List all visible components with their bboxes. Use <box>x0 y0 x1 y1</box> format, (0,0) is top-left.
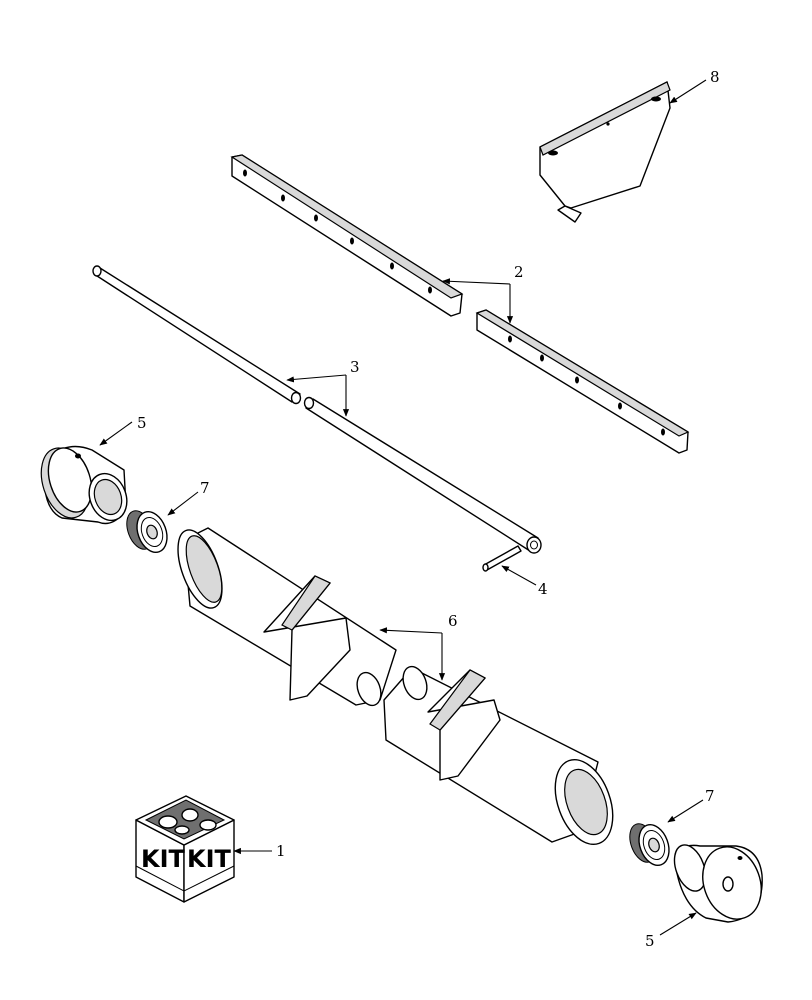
upper-bearing <box>126 510 168 554</box>
upper-auger <box>177 527 397 707</box>
callout-hub-bottom: 5 <box>645 932 655 950</box>
callout-hub-top: 5 <box>137 414 147 432</box>
lower-auger <box>383 665 614 845</box>
upper-strip <box>230 154 464 317</box>
pin <box>482 545 522 572</box>
hub-bottom-leader <box>659 912 697 936</box>
callout-strip: 2 <box>514 263 524 281</box>
bearing-top-leader <box>167 491 199 516</box>
callout-shaft: 3 <box>350 358 360 376</box>
callout-kit: 1 <box>276 842 286 860</box>
lower-shaft <box>303 396 542 554</box>
callout-bearing-top: 7 <box>200 479 210 497</box>
shaft-leader-upper <box>286 374 347 383</box>
bracket-leader <box>669 79 707 104</box>
callout-auger: 6 <box>448 612 458 630</box>
kit-label-right: KIT <box>187 845 232 873</box>
pin-leader <box>501 565 537 586</box>
hub-top-leader <box>99 421 133 446</box>
lower-bearing <box>629 823 670 867</box>
upper-hub <box>40 446 128 525</box>
bearing-bottom-leader <box>667 799 704 823</box>
lower-hub <box>673 844 763 923</box>
auger-leader-upper <box>379 627 443 634</box>
callout-bracket: 8 <box>710 68 720 86</box>
callout-bearing-bottom: 7 <box>705 787 715 805</box>
kit-label-left: KIT <box>141 845 186 873</box>
strip-leader-upper <box>442 278 511 285</box>
lower-strip <box>475 309 690 454</box>
kit-box: KIT KIT <box>135 795 235 903</box>
mounting-bracket <box>539 81 671 223</box>
upper-shaft <box>92 265 302 405</box>
callout-pin: 4 <box>538 580 548 598</box>
